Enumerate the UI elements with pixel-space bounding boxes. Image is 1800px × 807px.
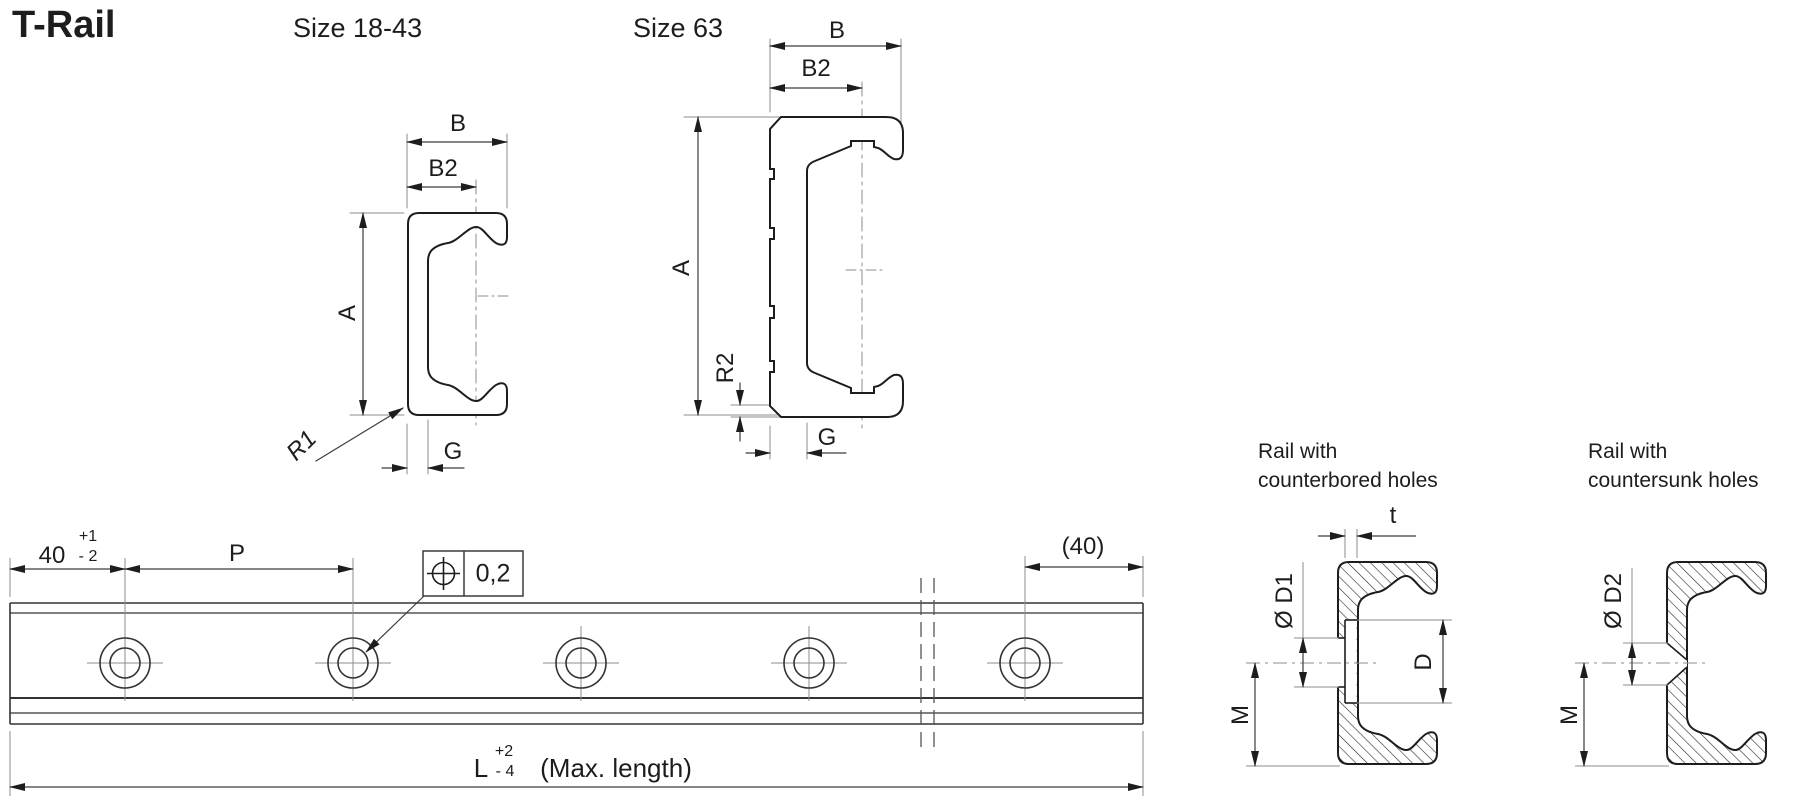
large-dim-B2-label: B2 (801, 55, 831, 82)
small-dim-B-label: B (449, 110, 467, 137)
large-profile-heading: Size 63 (633, 13, 724, 43)
length-label: L (473, 753, 489, 783)
large-dim-A-label: A (668, 259, 695, 277)
right-end-label: (40) (1061, 533, 1105, 560)
end-pitch-tol-upper: +1 (78, 528, 98, 545)
dim-D-label: D (1410, 653, 1437, 671)
rail-hole-4 (771, 626, 847, 701)
rail-hole-5 (987, 556, 1063, 701)
break-lines (920, 578, 935, 748)
large-dim-R2-label: R2 (712, 352, 739, 384)
large-dim-G-label: G (817, 424, 837, 451)
dim-D2-label: Ø D2 (1600, 572, 1627, 630)
position-tolerance-icon (427, 557, 460, 590)
small-profile-drawing (315, 133, 513, 475)
dim-M-counterbored-label: M (1227, 705, 1254, 725)
small-dim-B2-label: B2 (428, 155, 458, 182)
large-dim-B-label: B (828, 17, 846, 44)
pitch-label: P (228, 540, 246, 567)
countersunk-heading-line1: Rail with (1588, 440, 1668, 463)
counterbored-hole-section (1246, 529, 1452, 767)
leader-small-R1 (315, 407, 404, 462)
small-profile-outline (407, 212, 508, 416)
end-pitch-label: 40 (38, 542, 66, 569)
large-profile-drawing (683, 38, 904, 460)
length-tol-lower: - 4 (495, 763, 515, 780)
countersink-cut (1666, 643, 1687, 685)
dim-t-label: t (1389, 502, 1397, 529)
small-profile-heading: Size 18-43 (293, 13, 423, 43)
rail-hole-3 (543, 626, 619, 701)
position-tolerance-frame (365, 550, 524, 653)
large-profile-outline (769, 116, 904, 418)
dim-D1-label: Ø D1 (1271, 572, 1298, 630)
counterbored-heading-line2: counterbored holes (1258, 469, 1438, 492)
rail-hole-1 (87, 558, 163, 701)
countersunk-hole-section (1575, 561, 1767, 767)
position-tolerance-value: 0,2 (475, 559, 511, 588)
position-tolerance-leader (365, 595, 425, 653)
length-note: (Max. length) (540, 753, 692, 783)
page-title: T-Rail (12, 4, 116, 46)
rail-side-view-drawing (9, 550, 1144, 796)
small-dim-A-label: A (334, 304, 361, 322)
dim-M-countersunk-label: M (1556, 705, 1583, 725)
end-pitch-tol-lower: - 2 (78, 548, 98, 565)
rail-hole-2 (315, 558, 391, 701)
small-dim-G-label: G (443, 438, 463, 465)
countersunk-heading-line2: countersunk holes (1588, 469, 1759, 492)
length-tol-upper: +2 (494, 743, 514, 760)
counterbored-heading-line1: Rail with (1258, 440, 1338, 463)
